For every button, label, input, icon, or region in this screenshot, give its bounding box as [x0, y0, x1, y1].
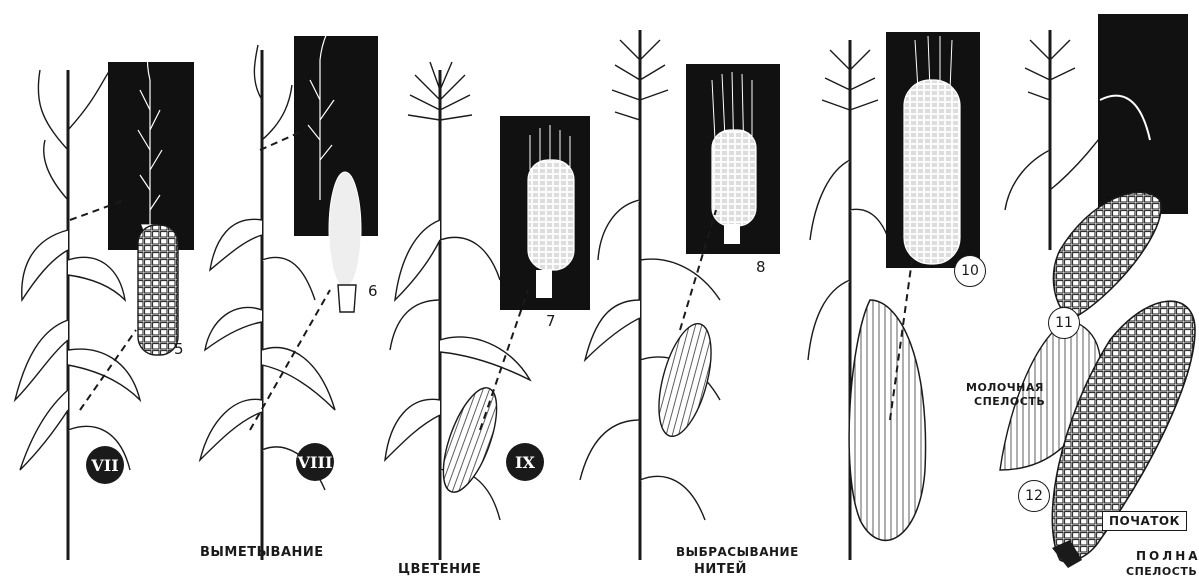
- stage-roman-ix: IX: [506, 443, 544, 481]
- ear-base-viii: [338, 285, 356, 312]
- ear-vii: [138, 225, 178, 355]
- silk-tuft-viii: [329, 172, 361, 288]
- stage-circle-12: 12: [1018, 480, 1050, 512]
- stage-number-7: 7: [546, 312, 556, 330]
- stage-circle-10: 10: [954, 255, 986, 287]
- husked-ear-ix: [432, 381, 507, 498]
- label-silking-2: НИТЕЙ: [694, 562, 747, 577]
- stage-circle-11: 11: [1048, 307, 1080, 339]
- label-full-ripeness-1: ПОЛНАЯ: [1136, 549, 1199, 563]
- stage-roman-viii: VIII: [296, 443, 334, 481]
- label-flowering: ЦВЕТЕНИЕ: [398, 562, 481, 577]
- label-cob: ПОЧАТОК: [1102, 511, 1187, 531]
- stage-number-8: 8: [756, 258, 766, 276]
- stage-roman-vii: VII: [86, 446, 124, 484]
- label-silking-1: ВЫБРАСЫВАНИЕ: [676, 545, 799, 559]
- label-milk-ripeness-1: МОЛОЧНАЯ: [966, 381, 1044, 394]
- label-full-ripeness-2: СПЕЛОСТЬ: [1126, 565, 1197, 578]
- dark-panel-xii: [1098, 14, 1188, 214]
- ear-11: [1053, 192, 1161, 320]
- label-tasseling: ВЫМЕТЫВАНИЕ: [200, 545, 324, 560]
- stage-number-6: 6: [368, 282, 378, 300]
- stage-number-5: 5: [174, 340, 184, 358]
- husked-ear-10: [849, 300, 925, 540]
- ear-with-silks-x: [649, 318, 722, 441]
- label-milk-ripeness-2: СПЕЛОСТЬ: [974, 395, 1045, 408]
- tassel-panel-vii: [108, 62, 194, 250]
